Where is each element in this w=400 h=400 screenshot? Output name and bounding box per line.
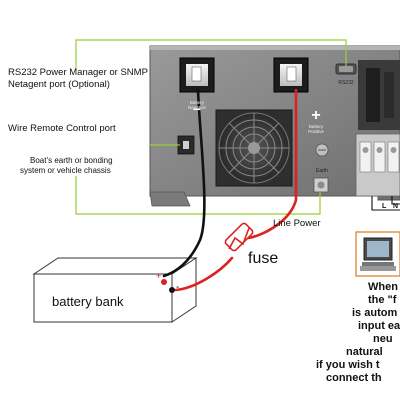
positive-wire-lower <box>174 256 234 292</box>
ac-terminal-block <box>355 133 400 197</box>
rs232-port <box>335 63 357 75</box>
computer-illustration <box>355 231 400 277</box>
boat-earth-label-line2: system or vehicle chassis <box>20 166 111 175</box>
terminal-n-label: N <box>393 203 398 210</box>
line-power-wires <box>371 196 400 211</box>
terminal-l-label: L <box>382 203 387 210</box>
note-line: When <box>368 281 398 293</box>
battery-bank-label: battery bank <box>52 294 124 309</box>
negative-wire <box>162 88 206 278</box>
battery-negative-terminal <box>179 57 215 93</box>
minus-sign: − <box>193 101 201 117</box>
line-power-label: Line Power <box>273 218 321 229</box>
callout-rs232 <box>75 39 347 70</box>
remote-port <box>177 135 195 155</box>
earth-label: Earth <box>316 168 328 174</box>
note-line: the "f <box>368 294 397 306</box>
battery-positive-terminal <box>273 57 309 93</box>
battery-plus-label: + <box>156 271 162 281</box>
note-line: neu <box>373 333 393 345</box>
boat-earth-label-line1: Boat’s earth or bonding <box>30 156 113 165</box>
plus-sign: + <box>311 107 320 124</box>
rs232-port-label: RS232 <box>338 80 354 86</box>
rs232-label-line1: RS232 Power Manager or SNMP <box>8 67 148 78</box>
fuse-symbol <box>224 222 254 252</box>
note-line: is autom <box>352 307 398 319</box>
battery-bank <box>32 257 198 323</box>
cooling-fan <box>215 109 293 187</box>
side-panel <box>358 60 400 130</box>
battery-minus-label: - <box>176 282 180 293</box>
note-line: natural <box>346 346 383 358</box>
earth-terminal <box>313 143 329 193</box>
wire-remote-label: Wire Remote Control port <box>8 123 116 134</box>
callout-earth <box>75 176 321 215</box>
note-line: input ea <box>358 320 400 332</box>
note-line: if you wish t <box>316 359 380 371</box>
rs232-label-line2: Netagent port (Optional) <box>8 79 110 90</box>
positive-wire-upper <box>246 88 298 240</box>
fuse-label: fuse <box>248 250 279 267</box>
battery-terminals <box>161 279 175 293</box>
callout-lines <box>75 39 347 215</box>
note-line: connect th <box>326 372 382 384</box>
battery-wires <box>162 88 298 292</box>
